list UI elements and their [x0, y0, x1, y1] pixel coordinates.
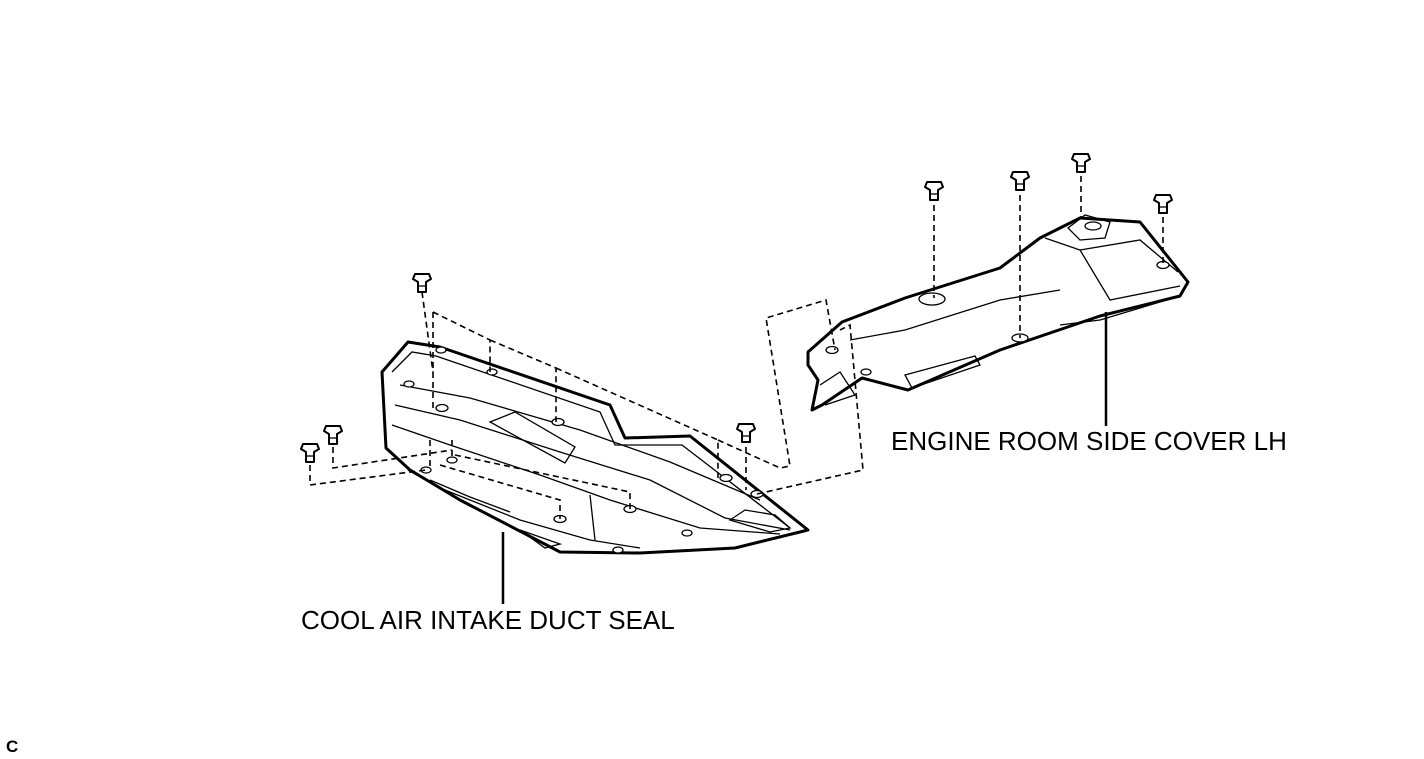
clip-icon [1010, 171, 1030, 191]
clip-icon [323, 425, 343, 445]
engine-room-side-cover-lh-label: ENGINE ROOM SIDE COVER LH [891, 426, 1287, 456]
engine-room-side-cover-lh-part [806, 214, 1190, 412]
clip-fasteners [300, 153, 1173, 463]
clip-icon [736, 423, 756, 443]
assembly-guide-lines [309, 176, 1164, 519]
illustration-code: C [6, 737, 19, 756]
cool-air-intake-duct-seal-part [380, 340, 810, 555]
clip-icon [1153, 194, 1173, 214]
clip-icon [1071, 153, 1091, 173]
clip-icon [924, 181, 944, 201]
cool-air-intake-duct-seal-label: COOL AIR INTAKE DUCT SEAL [301, 605, 675, 635]
clip-icon [412, 273, 432, 293]
clip-icon [300, 443, 320, 463]
